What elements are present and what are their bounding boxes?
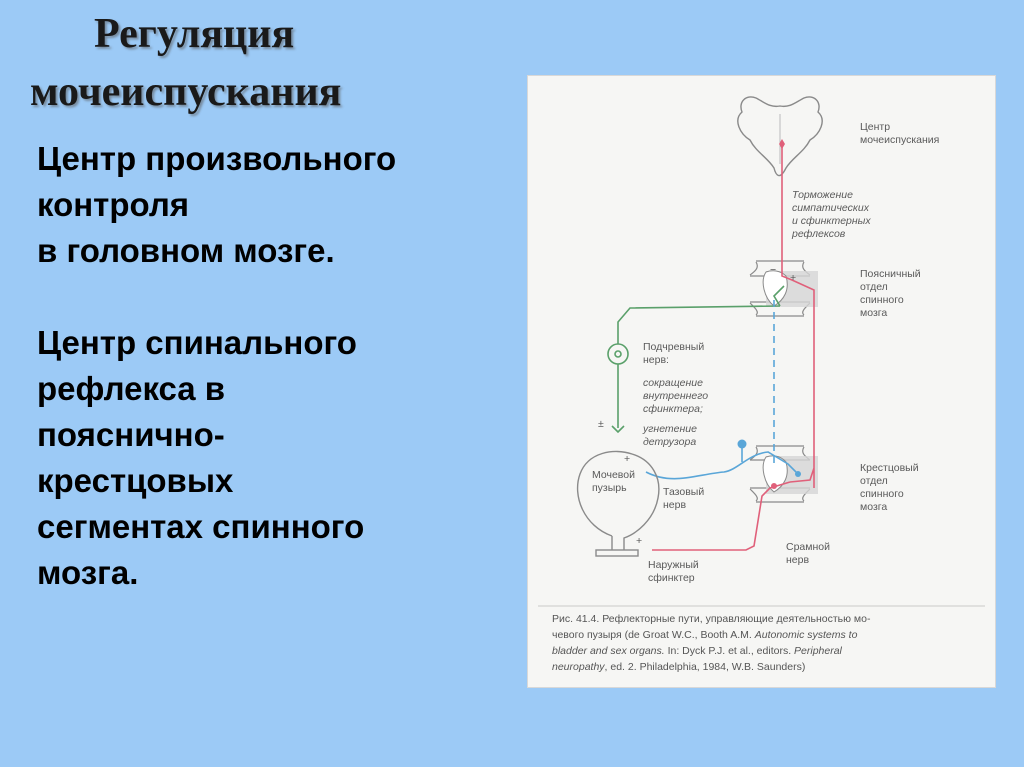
label-inhibition-4: рефлексов — [791, 228, 846, 240]
body-line: сегментах спинного — [37, 508, 365, 545]
body-line: в головном мозге. — [37, 232, 335, 269]
label-sacral-1: Крестцовый — [860, 462, 919, 474]
body-line: пояснично- — [37, 416, 225, 453]
body-line: крестцовых — [37, 462, 234, 499]
voluntary-control-paragraph: Центр произвольного контроля в головном … — [37, 136, 517, 274]
label-lumbar-2: отдел — [860, 281, 888, 293]
label-pudendal-2: нерв — [786, 554, 809, 566]
label-sacral-2: отдел — [860, 475, 888, 487]
caption-line-3: bladder and sex organs. In: Dyck P.J. et… — [552, 645, 843, 657]
label-external-2: сфинктер — [648, 572, 695, 584]
brainstem-shape — [737, 96, 823, 177]
title-line-1: Регуляция — [94, 11, 295, 57]
caption-text: In: Dyck P.J. et al., editors. — [665, 645, 794, 657]
label-contraction-3: сфинктера; — [643, 403, 703, 415]
slide-title: Регуляция мочеиспускания — [30, 5, 341, 121]
caption-text: чевого пузыря (de Groat W.C., Booth A.M. — [552, 629, 755, 641]
green-hypogastric-pathway — [607, 285, 785, 434]
body-line: контроля — [37, 186, 190, 223]
label-lumbar-1: Поясничный — [860, 268, 921, 280]
label-center-1: Центр — [860, 121, 890, 133]
plus-minus-sign: ± — [598, 418, 604, 430]
label-hypogastric-1: Подчревный — [643, 341, 704, 353]
plus-sign-bladder: + — [624, 453, 630, 465]
label-suppression-1: угнетение — [642, 423, 697, 435]
caption-italic: bladder and sex organs. — [552, 645, 665, 657]
label-inhibition-2: симпатических — [792, 202, 870, 214]
body-line: мозга. — [37, 554, 139, 591]
label-inhibition-1: Торможение — [792, 189, 853, 201]
label-contraction-2: внутреннего — [643, 390, 708, 402]
label-center-2: мочеиспускания — [860, 134, 939, 146]
blue-sacral-node — [795, 471, 801, 477]
caption-italic: neuropathy — [552, 661, 605, 673]
label-sacral-3: спинного — [860, 488, 904, 500]
caption-italic: Autonomic systems to — [754, 629, 858, 641]
slide-body: Центр произвольного контроля в головном … — [37, 136, 517, 596]
caption-line-1: Рис. 41.4. Рефлекторные пути, управляющи… — [552, 613, 871, 625]
label-pudendal-1: Срамной — [786, 541, 830, 553]
label-sacral-4: мозга — [860, 501, 887, 513]
caption-line-2: чевого пузыря (de Groat W.C., Booth A.M.… — [552, 629, 858, 641]
label-lumbar-3: спинного — [860, 294, 904, 306]
lumbar-segment — [749, 260, 818, 317]
bladder-shape — [576, 450, 660, 557]
plus-sign-sphincter: + — [636, 535, 642, 547]
label-contraction-1: сокращение — [643, 377, 703, 389]
label-bladder-2: пузырь — [592, 482, 627, 494]
label-lumbar-4: мозга — [860, 307, 887, 319]
reflex-pathways-diagram: Центр мочеиспускания Торможение симпатич… — [538, 96, 985, 673]
label-inhibition-3: и сфинктерных — [792, 215, 871, 227]
red-sacral-node — [771, 483, 777, 489]
spinal-reflex-paragraph: Центр спинального рефлекса в пояснично- … — [37, 320, 517, 596]
label-pelvic-2: нерв — [663, 499, 686, 511]
red-center-star — [779, 139, 785, 149]
caption-line-4: neuropathy, ed. 2. Philadelphia, 1984, W… — [552, 661, 805, 673]
label-hypogastric-2: нерв: — [643, 354, 669, 366]
plus-sign-lumbar: + — [790, 272, 796, 284]
title-line-2: мочеиспускания — [30, 69, 342, 115]
caption-italic: Peripheral — [794, 645, 843, 657]
label-bladder-1: Мочевой — [592, 469, 635, 481]
minus-sign-lumbar: − — [770, 264, 776, 276]
body-line: Центр спинального — [37, 324, 357, 361]
blue-pelvic-pathway — [645, 448, 797, 480]
caption-text: , ed. 2. Philadelphia, 1984, W.B. Saunde… — [605, 661, 806, 673]
body-line: рефлекса в — [37, 370, 226, 407]
label-pelvic-1: Тазовый — [663, 486, 704, 498]
label-suppression-2: детрузора — [643, 436, 696, 448]
label-external-1: Наружный — [648, 559, 699, 571]
blue-ganglion — [737, 439, 747, 449]
reflex-pathways-figure: Центр мочеиспускания Торможение симпатич… — [528, 76, 995, 687]
body-line: Центр произвольного — [37, 140, 397, 177]
